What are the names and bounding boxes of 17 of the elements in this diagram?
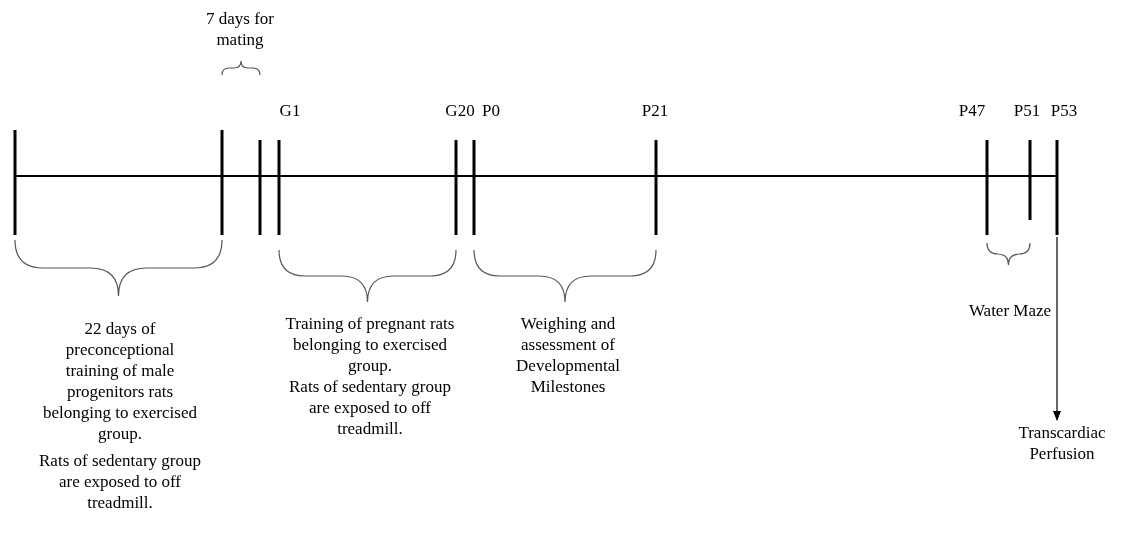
annotation: 7 days for mating — [205, 8, 275, 50]
event-label: Transcardiac Perfusion — [1007, 422, 1117, 464]
time-point-label: P51 — [1012, 100, 1042, 121]
tick-mark — [1055, 140, 1059, 235]
description: 22 days of preconceptional training of male progenitors rats belonging to exercised group. — [42, 318, 198, 444]
description: Rats of sedentary group are exposed to off treadmill. — [38, 450, 202, 513]
arrow — [1053, 236, 1061, 421]
time-point-label: P21 — [640, 100, 670, 121]
time-point-label: G20 — [444, 100, 476, 121]
time-point-label: P53 — [1049, 100, 1079, 121]
time-point-label: P0 — [481, 100, 501, 121]
annotation: Water Maze — [967, 300, 1053, 321]
description: Weighing and assessment of Developmental Milestones — [515, 313, 621, 397]
time-point-label: P47 — [957, 100, 987, 121]
description: Rats of sedentary group are exposed to off treadmill. — [288, 376, 452, 439]
description: Training of pregnant rats belonging to exercised group. — [284, 313, 456, 376]
time-point-label: G1 — [278, 100, 302, 121]
